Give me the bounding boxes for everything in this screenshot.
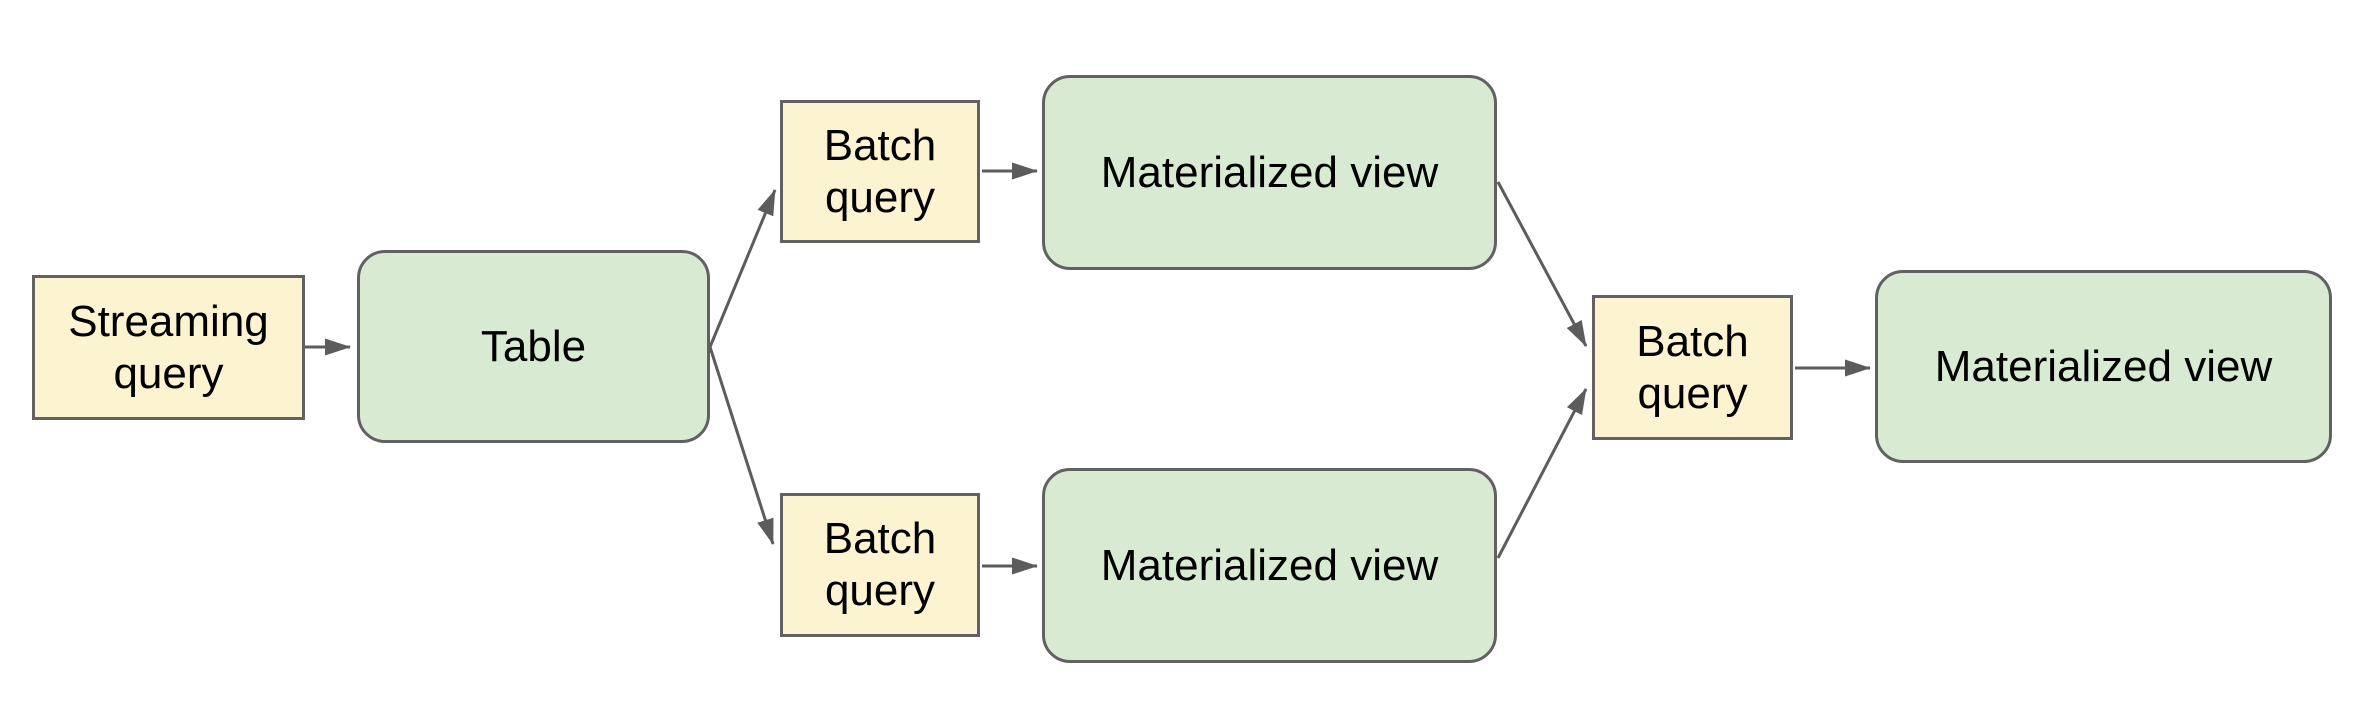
node-batch-query-right-label: Batch query <box>1636 316 1749 418</box>
node-materialized-view-bottom: Materialized view <box>1042 468 1497 663</box>
node-table-label: Table <box>480 321 587 371</box>
node-table: Table <box>357 250 710 443</box>
edge-table-to-batch-query-top <box>708 189 777 348</box>
node-materialized-view-right-label: Materialized view <box>1934 341 2273 391</box>
edge-table-to-batch-query-bottom <box>708 346 775 545</box>
node-batch-query-bottom: Batch query <box>780 493 980 637</box>
edge-mv-top-to-batch-query-right <box>1496 181 1588 347</box>
node-batch-query-top-label: Batch query <box>823 120 937 222</box>
node-materialized-view-top: Materialized view <box>1042 75 1497 270</box>
node-streaming-query: Streaming query <box>32 275 305 420</box>
node-materialized-view-top-label: Materialized view <box>1100 147 1439 197</box>
node-batch-query-right: Batch query <box>1592 295 1793 440</box>
edge-mv-bottom-to-batch-query-right <box>1496 388 1588 559</box>
node-batch-query-bottom-label: Batch query <box>823 514 937 615</box>
node-batch-query-top: Batch query <box>780 100 980 243</box>
node-materialized-view-right: Materialized view <box>1875 270 2332 463</box>
node-materialized-view-bottom-label: Materialized view <box>1100 540 1439 590</box>
node-streaming-query-label: Streaming query <box>68 296 269 398</box>
